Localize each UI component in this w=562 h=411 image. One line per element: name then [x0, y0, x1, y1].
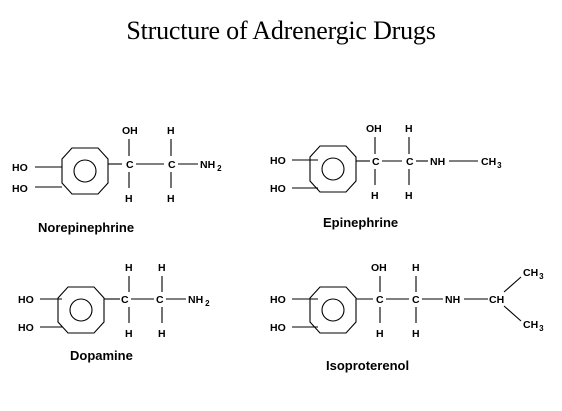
molecule-name: Dopamine — [70, 348, 133, 363]
ch3-label: CH3 — [481, 156, 502, 170]
bond — [503, 305, 522, 322]
h-label: H — [376, 328, 384, 340]
epinephrine-structure: HO HO OH H C C NH CH3 H H Epinephrine — [270, 123, 502, 230]
ho-label-top: HO — [270, 155, 286, 167]
ho-label-top: HO — [270, 294, 286, 306]
ho-label-top: HO — [12, 162, 28, 174]
carbon-label: C — [406, 156, 414, 168]
h-label: H — [412, 262, 420, 274]
benzene-ring — [57, 286, 105, 334]
ho-label-top: HO — [18, 294, 34, 306]
h-label: H — [167, 125, 175, 137]
molecule-name: Isoproterenol — [326, 358, 409, 373]
ho-label-bottom: HO — [270, 183, 286, 195]
benzene-ring — [309, 286, 357, 334]
ch3-label-top: CH3 — [523, 267, 544, 281]
isoproterenol-structure: HO HO OH H C C NH CH CH3 CH3 H H Isoprot… — [270, 262, 544, 373]
page-title: Structure of Adrenergic Drugs — [126, 16, 436, 45]
oh-label: OH — [366, 123, 382, 135]
h-label: H — [125, 328, 133, 340]
carbon-label: C — [376, 294, 384, 306]
h-label: H — [167, 193, 175, 205]
h-label: H — [158, 262, 166, 274]
nh-label: NH — [445, 294, 460, 306]
ch3-label-bottom: CH3 — [523, 319, 544, 333]
oh-label: OH — [371, 262, 387, 274]
h-label: H — [412, 328, 420, 340]
h-label: H — [125, 262, 133, 274]
ho-label-bottom: HO — [270, 322, 286, 334]
aromatic-circle — [73, 159, 97, 183]
carbon-label: C — [121, 294, 129, 306]
carbon-label: C — [372, 156, 380, 168]
h-label: H — [405, 123, 413, 135]
carbon-label: C — [168, 159, 176, 171]
ch-label: CH — [489, 294, 504, 306]
aromatic-circle — [321, 298, 345, 322]
aromatic-circle — [69, 298, 93, 322]
molecule-name: Norepinephrine — [38, 220, 134, 235]
benzene-ring — [309, 145, 357, 193]
carbon-label: C — [156, 294, 164, 306]
molecule-name: Epinephrine — [323, 215, 398, 230]
nh-label: NH — [430, 156, 445, 168]
h-label: H — [371, 190, 379, 202]
aromatic-circle — [321, 157, 345, 181]
ho-label-bottom: HO — [18, 322, 34, 334]
h-label: H — [125, 193, 133, 205]
ho-label-bottom: HO — [12, 183, 28, 195]
bond — [503, 276, 522, 293]
carbon-label: C — [412, 294, 420, 306]
h-label: H — [158, 328, 166, 340]
benzene-ring — [61, 147, 109, 195]
carbon-label: C — [126, 159, 134, 171]
h-label: H — [405, 190, 413, 202]
oh-label: OH — [122, 125, 138, 137]
